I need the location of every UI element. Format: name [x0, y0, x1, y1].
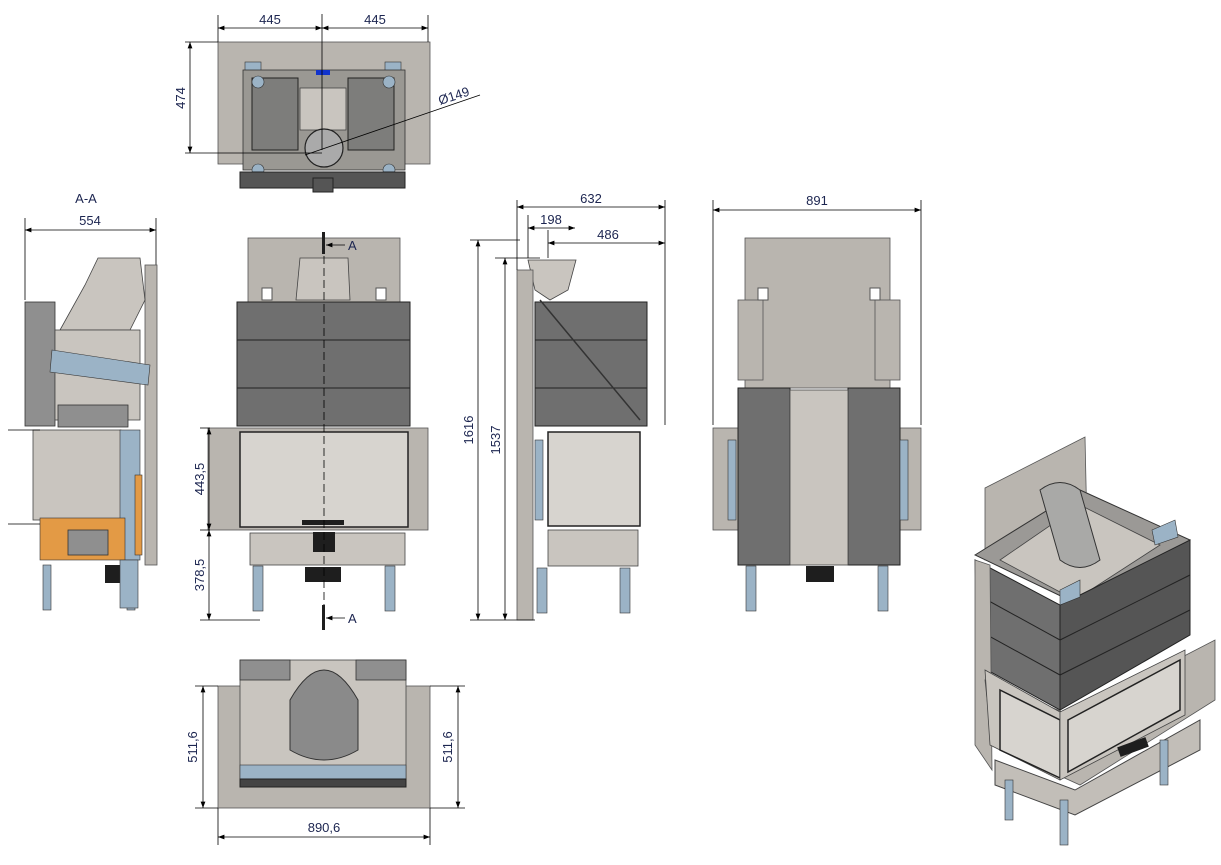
dim-bottom-left-depth: 511,6 [185, 731, 200, 763]
dim-top-right: 445 [364, 12, 386, 27]
section-marker-top: A [348, 238, 357, 253]
side-view: 632 198 486 1616 1537 [461, 191, 666, 621]
isometric-view [973, 436, 1216, 846]
dim-flue-height: 1537 [488, 426, 503, 455]
dim-back-width: 891 [806, 193, 828, 208]
dim-overall-depth: 632 [580, 191, 602, 206]
dim-glass-height: 443,5 [192, 463, 207, 496]
dim-total-height: 1616 [461, 416, 476, 445]
dim-top-left: 445 [259, 12, 281, 27]
dim-section-width: 554 [79, 213, 101, 228]
dim-bottom-width: 890,6 [308, 820, 341, 835]
section-view: A-A 554 [8, 191, 158, 611]
dim-top-depth: 474 [173, 87, 188, 109]
dim-base-height: 378,5 [192, 559, 207, 592]
top-view: 445 445 474 Ø149 [173, 12, 481, 193]
flue-circle [304, 128, 344, 168]
bottom-view: 511,6 511,6 890,6 [185, 659, 465, 845]
front-view: A A 443,5 378,5 [192, 232, 429, 630]
back-view: 891 [712, 193, 922, 612]
dim-bottom-right-depth: 511,6 [440, 731, 455, 763]
dim-flue-to-back: 486 [597, 227, 619, 242]
section-title: A-A [75, 191, 97, 206]
dim-flue-offset: 198 [540, 212, 562, 227]
section-marker-bottom: A [348, 611, 357, 626]
